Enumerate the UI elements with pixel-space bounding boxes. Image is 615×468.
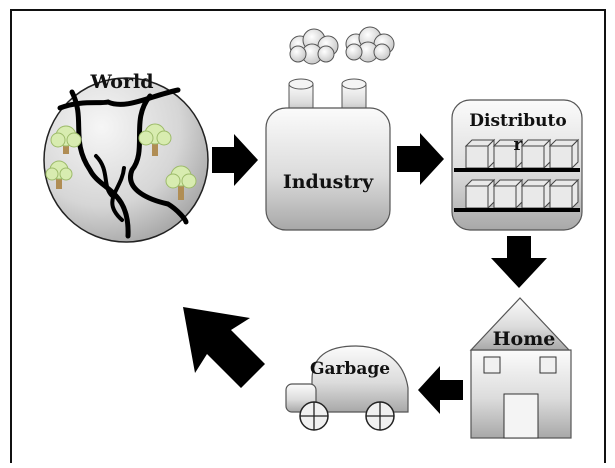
arrow-up-left-icon — [183, 307, 265, 388]
industry-node: Industry — [265, 26, 395, 231]
factory-icon — [265, 26, 395, 231]
garbage-truck-icon — [285, 345, 409, 431]
industry-label: Industry — [283, 171, 374, 193]
tree-icon — [50, 125, 82, 154]
tree-icon — [138, 123, 172, 156]
globe-icon — [43, 77, 209, 243]
house-icon — [469, 297, 572, 439]
world-node: World — [43, 71, 209, 243]
arrow-right-icon — [212, 134, 258, 186]
tree-icon — [45, 160, 73, 189]
distributor-node: Distributo r — [451, 99, 583, 231]
arrow-down-icon — [491, 236, 547, 288]
garbage-label: Garbage — [310, 359, 390, 379]
arrow-right-icon — [397, 133, 444, 185]
smoke-cloud-icon — [345, 26, 395, 63]
smoke-cloud-icon — [289, 28, 339, 65]
world-label: World — [90, 71, 154, 93]
arrow-left-icon — [418, 366, 463, 414]
home-node: Home — [469, 297, 572, 439]
home-label: Home — [493, 328, 556, 350]
distributor-label-line2: r — [514, 135, 524, 155]
tree-icon — [165, 165, 197, 200]
distributor-label-line1: Distributo — [469, 111, 566, 131]
warehouse-shelves-icon — [451, 99, 583, 231]
garbage-node: Garbage — [285, 345, 409, 431]
